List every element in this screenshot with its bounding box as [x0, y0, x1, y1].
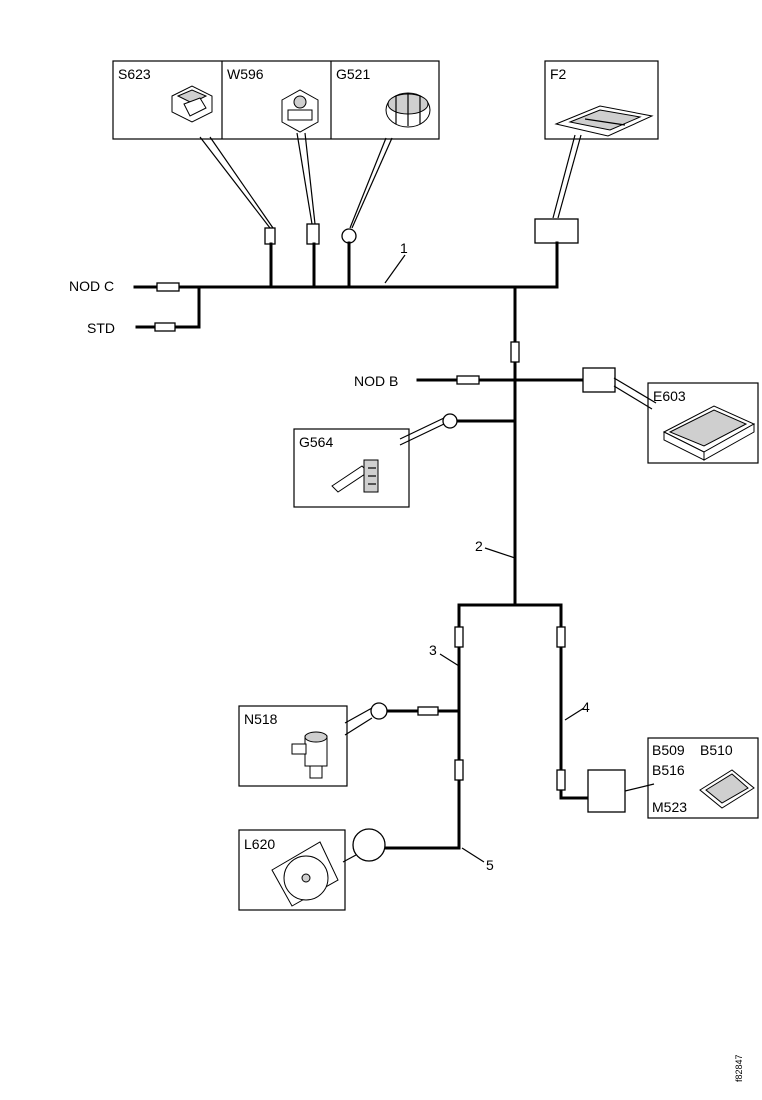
inline-connector	[454, 626, 464, 648]
connector-n518	[370, 702, 388, 720]
fuse-box-icon	[554, 105, 654, 137]
label-f2: F2	[550, 66, 567, 82]
connector-f2	[534, 218, 579, 244]
label-l620: L620	[244, 836, 275, 852]
harness-2	[416, 285, 587, 607]
connector-w596	[306, 223, 320, 245]
leader-line	[613, 385, 653, 410]
label-e603: E603	[653, 388, 686, 404]
label-n518: N518	[244, 711, 278, 727]
label-b516: B516	[652, 762, 685, 778]
ring-sensor-icon	[385, 92, 431, 128]
branch-split	[457, 603, 590, 850]
connector-g564	[442, 413, 458, 429]
harness-4-leader	[564, 707, 585, 721]
b509-frame	[647, 737, 759, 819]
switch-icon	[171, 85, 213, 123]
connector-e603	[582, 367, 616, 393]
inline-connector	[454, 759, 464, 781]
connector-nod-b	[456, 375, 480, 385]
leader-line	[624, 783, 655, 792]
label-g521: G521	[336, 66, 370, 82]
harness-3	[380, 709, 461, 850]
harness-number-4: 4	[582, 699, 590, 715]
label-s623: S623	[118, 66, 151, 82]
inline-connector	[556, 626, 566, 648]
b509-panel: B509 B510 B516 M523	[624, 737, 759, 819]
inline-connector	[417, 706, 439, 716]
leader-line	[399, 423, 445, 446]
label-g564: G564	[299, 434, 333, 450]
control-module-icon	[662, 405, 756, 461]
speed-sensor-icon	[331, 459, 379, 493]
node-label-std: STD	[87, 320, 115, 336]
connector-nod-c	[156, 282, 180, 292]
connector-s623	[264, 227, 276, 245]
label-m523: M523	[652, 799, 687, 815]
leader-lines-top	[199, 132, 582, 229]
connector-g521	[341, 228, 357, 244]
l620-panel: L620	[238, 829, 357, 911]
e603-panel: E603	[613, 377, 759, 464]
g564-panel: G564	[293, 417, 445, 508]
label-b509: B509	[652, 742, 685, 758]
reference-code: f82847	[734, 1054, 744, 1082]
inline-connector	[556, 769, 566, 791]
lamp-icon	[271, 841, 339, 907]
harness-number-1: 1	[400, 240, 408, 256]
connector-b509-group	[587, 769, 626, 813]
node-label-nod-b: NOD B	[354, 373, 398, 389]
node-label-nod-c: NOD C	[69, 278, 114, 294]
harness-number-2: 2	[475, 538, 483, 554]
harness-2-leader	[484, 547, 516, 559]
g564-frame	[293, 428, 410, 508]
leader-line	[399, 417, 445, 440]
harness-number-3: 3	[429, 642, 437, 658]
leader-line	[344, 717, 373, 736]
top-panel-frame	[112, 60, 440, 140]
sensor-module-icon	[699, 769, 755, 809]
harness-1	[133, 241, 559, 329]
inline-connector	[510, 341, 520, 363]
leader-line	[344, 707, 373, 724]
harness-5-leader	[461, 847, 485, 863]
leader-line	[613, 377, 657, 404]
harness-3-leader	[439, 653, 460, 667]
top-component-panel: S623 W596 G521 F2	[112, 60, 659, 140]
connector-l620	[352, 828, 386, 862]
connector-std	[154, 322, 176, 332]
n518-panel: N518	[238, 705, 373, 787]
harness-number-5: 5	[486, 857, 494, 873]
label-b510: B510	[700, 742, 733, 758]
harness-1-leader	[384, 254, 406, 284]
valve-icon	[291, 731, 328, 779]
leader-line	[342, 854, 357, 863]
switch-icon	[281, 89, 319, 133]
label-w596: W596	[227, 66, 264, 82]
